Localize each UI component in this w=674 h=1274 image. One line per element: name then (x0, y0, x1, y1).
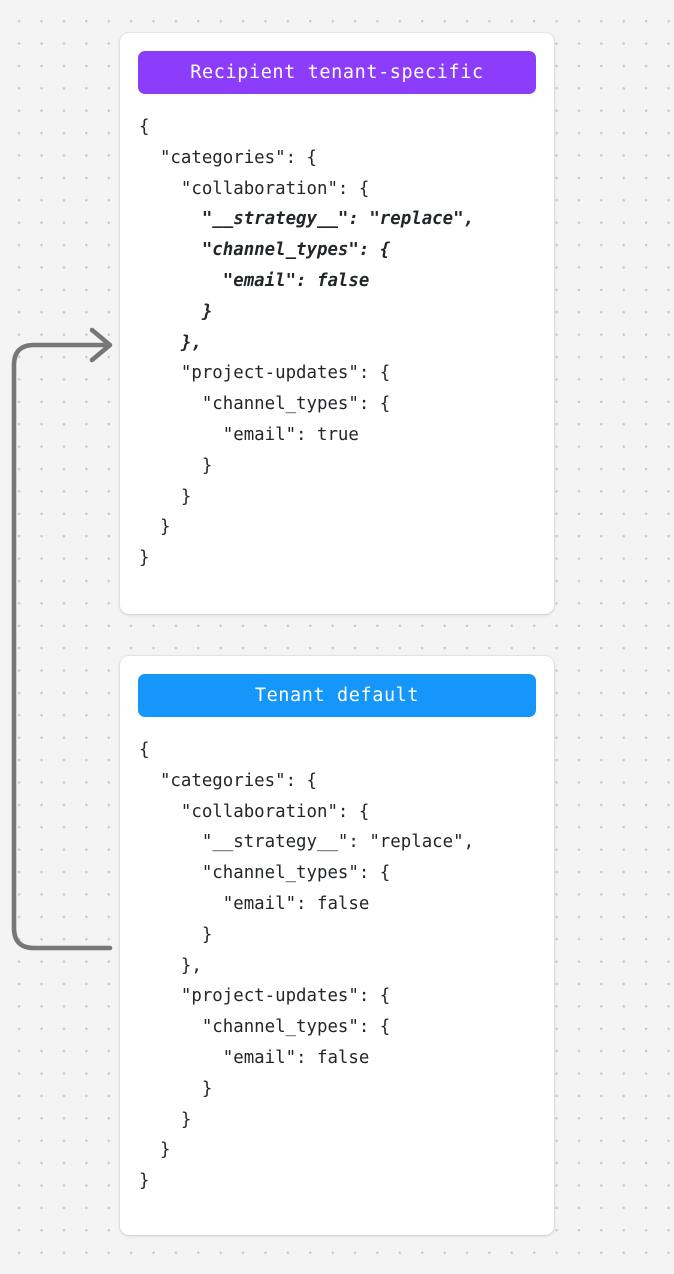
code-line: "email": false (139, 1047, 370, 1068)
code-block-recipient: { "categories": { "collaboration": { "__… (138, 94, 536, 574)
fallback-arrow-path (11, 342, 113, 951)
code-line: "channel_types": { (139, 394, 391, 415)
code-line: { (139, 117, 150, 137)
code-line: "collaboration": { (139, 801, 370, 822)
fallback-arrow-head (89, 327, 113, 363)
code-line: "email": false (139, 893, 370, 914)
code-line: "channel_types": { (139, 863, 391, 884)
card-header-recipient: Recipient tenant-specific (138, 51, 536, 94)
code-line: } (139, 301, 213, 322)
code-line: "email": false (139, 270, 370, 291)
card-tenant-default: Tenant default { "categories": { "collab… (120, 656, 554, 1235)
code-line: { (139, 740, 150, 760)
code-line: "collaboration": { (139, 178, 370, 199)
code-line: } (139, 455, 213, 476)
code-line: } (139, 548, 150, 569)
code-line: } (139, 517, 171, 538)
code-line: }, (139, 955, 202, 976)
code-line: } (139, 924, 213, 945)
code-line: "project-updates": { (139, 363, 391, 384)
code-line: "channel_types": { (139, 240, 391, 261)
code-line: "categories": { (139, 147, 317, 168)
code-line: "channel_types": { (139, 1017, 391, 1038)
code-line: "project-updates": { (139, 986, 391, 1007)
card-recipient-tenant-specific: Recipient tenant-specific { "categories"… (120, 33, 554, 614)
code-line: } (139, 1109, 192, 1130)
code-line: } (139, 1140, 171, 1161)
code-line: "email": true (139, 424, 359, 445)
card-header-tenant-default: Tenant default (138, 674, 536, 717)
fallback-arrow (11, 327, 113, 951)
code-line: }, (139, 332, 202, 353)
code-line: "__strategy__": "replace", (139, 832, 475, 853)
code-line: } (139, 1078, 213, 1099)
code-line: "__strategy__": "replace", (139, 209, 475, 230)
code-line: } (139, 1171, 150, 1192)
code-line: } (139, 486, 192, 507)
code-block-tenant-default: { "categories": { "collaboration": { "__… (138, 717, 536, 1197)
code-line: "categories": { (139, 770, 317, 791)
